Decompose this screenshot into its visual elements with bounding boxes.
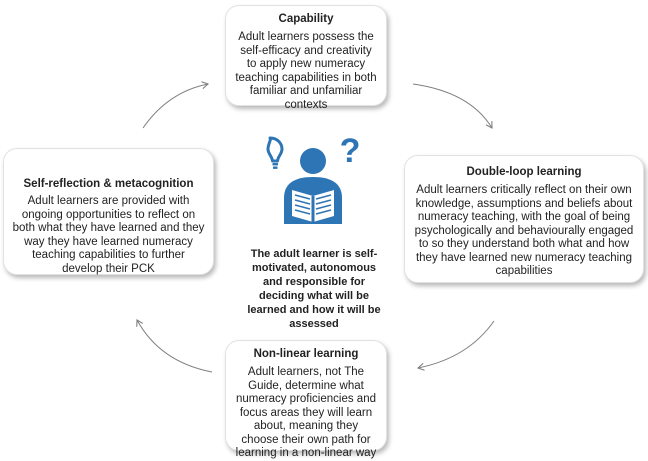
double-loop-box: Double-loop learning Adult learners crit… [404, 155, 644, 283]
central-statement: The adult learner is self-motivated, aut… [247, 248, 381, 330]
non-linear-box: Non-linear learning Adult learners, not … [225, 340, 387, 459]
self-reflection-title: Self-reflection & metacognition [23, 178, 194, 190]
arrow-double-loop-to-non-linear [418, 320, 495, 368]
capability-title: Capability [278, 13, 334, 25]
double-loop-title: Double-loop learning [466, 166, 582, 178]
arrow-self-reflection-to-capability [142, 84, 208, 129]
double-loop-description: Adult learners critically reflect on the… [414, 184, 634, 277]
self-reflection-box: Self-reflection & metacognition Adult le… [3, 148, 214, 275]
lightbulb-icon [266, 136, 284, 169]
self-reflection-description: Adult learners are provided with ongoing… [12, 195, 205, 275]
non-linear-description: Adult learners, not The Guide, determine… [235, 366, 377, 459]
svg-text:?: ? [340, 134, 361, 170]
reading-person-icon [284, 148, 342, 224]
capability-box: Capability Adult learners possess the se… [225, 5, 387, 111]
question-mark-icon: ? [340, 134, 361, 170]
learner-illustration: ? [266, 134, 361, 224]
capability-description: Adult learners possess the self-efficacy… [235, 31, 377, 111]
arrow-non-linear-to-self-reflection [137, 320, 213, 373]
arrow-capability-to-double-loop [412, 83, 492, 128]
non-linear-title: Non-linear learning [253, 348, 359, 360]
